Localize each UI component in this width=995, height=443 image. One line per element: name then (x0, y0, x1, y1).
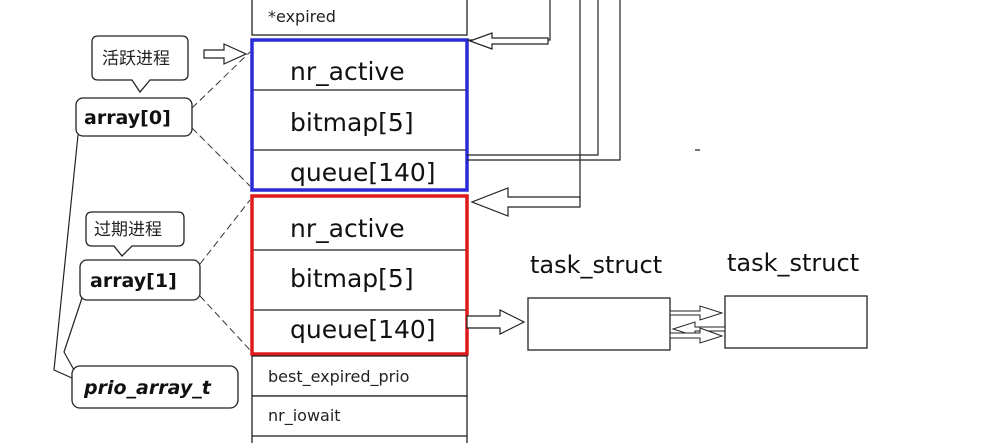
label-connectors (53, 51, 251, 379)
nr-iowait-field: nr_iowait (251, 395, 468, 443)
active-process-callout: 活跃进程 (91, 35, 189, 94)
expired-bitmap-label: bitmap[5] (290, 264, 414, 293)
expired-prio-array: nr_active bitmap[5] queue[140] (250, 194, 469, 356)
array0-label: array[0] (84, 107, 171, 129)
array1-badge: array[1] (79, 259, 201, 301)
array1-label: array[1] (90, 270, 177, 292)
pointer-connectors (467, 0, 700, 217)
active-nr-active-label: nr_active (290, 57, 405, 86)
array0-badge: array[0] (75, 97, 193, 137)
expired-process-label: 过期进程 (94, 220, 162, 240)
active-process-label: 活跃进程 (102, 49, 170, 69)
task-struct-first: task_struct (527, 251, 671, 351)
task-struct-second: task_struct (724, 249, 868, 349)
nr-iowait-label: nr_iowait (268, 406, 341, 426)
expired-pointer-field: *expired (251, 0, 468, 36)
best-expired-prio-field: best_expired_prio (251, 355, 468, 397)
expired-array-border (250, 194, 469, 356)
queue-to-task-arrow (466, 309, 526, 335)
task-struct-first-title: task_struct (530, 251, 662, 279)
prio-array-t-badge: prio_array_t (71, 365, 239, 409)
task-struct-second-title: task_struct (727, 249, 859, 277)
best-expired-prio-label: best_expired_prio (268, 367, 409, 387)
expired-array-pointer-arrow (470, 187, 581, 217)
active-array-pointer-arrow (468, 32, 549, 50)
active-array-border (250, 38, 469, 192)
active-queue-label: queue[140] (290, 158, 436, 187)
active-label-arrow (203, 43, 248, 65)
active-bitmap-label: bitmap[5] (290, 108, 414, 137)
expired-nr-active-label: nr_active (290, 214, 405, 243)
expired-process-callout: 过期进程 (85, 211, 185, 257)
prio-array-t-label: prio_array_t (83, 377, 212, 399)
expired-field-label: *expired (268, 7, 336, 26)
active-prio-array: nr_active bitmap[5] queue[140] (250, 38, 469, 192)
expired-queue-label: queue[140] (290, 315, 436, 344)
task-struct-links (669, 305, 726, 344)
